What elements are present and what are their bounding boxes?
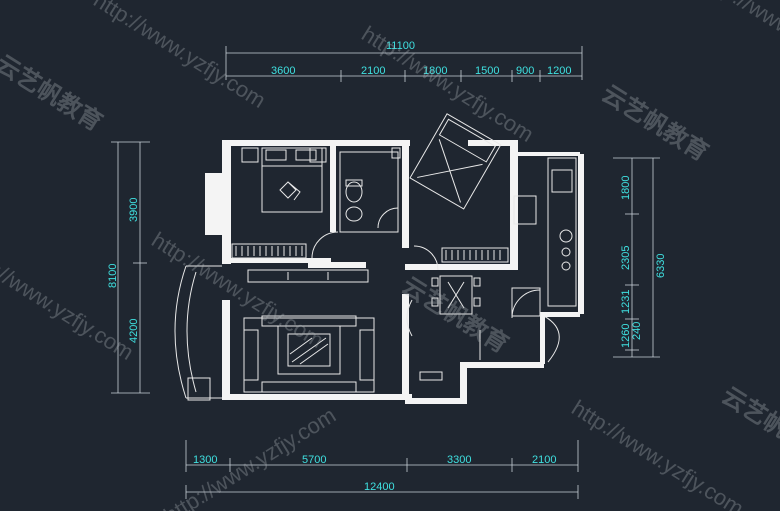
dim-right-seg-1: 1800 — [620, 176, 632, 200]
toilet — [345, 181, 363, 203]
wardrobe-2 — [441, 247, 509, 263]
sofa-set — [243, 315, 375, 393]
dim-bottom-total: 12400 — [364, 481, 395, 493]
dim-left-seg-2: 4200 — [128, 319, 140, 343]
dim-right-seg-3: 1231 — [620, 290, 632, 314]
dim-left-seg-1: 3900 — [128, 198, 140, 222]
bed — [261, 147, 323, 213]
dim-bottom-seg-3: 3300 — [447, 454, 471, 466]
watermark-url-4: http://www.yzfjy.com — [0, 239, 138, 365]
dim-top-seg-5: 900 — [516, 65, 534, 77]
dim-bottom-seg-2: 5700 — [302, 454, 326, 466]
wardrobe-1 — [231, 243, 307, 259]
dim-right-seg-5: 240 — [631, 322, 643, 340]
dim-left-total: 8100 — [107, 264, 119, 288]
watermark-url-6: http://www.yzfjy.com — [697, 0, 780, 91]
watermark-url-1: http://www.yzfjy.com — [89, 0, 270, 113]
dim-top-seg-4: 1500 — [475, 65, 499, 77]
tv-cabinet — [247, 269, 369, 283]
furniture — [231, 113, 577, 393]
watermark-url-5: http://www.yzfjy.com — [567, 395, 748, 511]
dim-right-seg-2: 2305 — [620, 246, 632, 270]
bed-2 — [409, 113, 502, 210]
walls — [174, 140, 584, 404]
dim-right-total: 6330 — [655, 254, 667, 278]
dining-table — [439, 275, 473, 315]
dim-right-seg-4: 1260 — [620, 324, 632, 348]
watermark-brand-1: 云艺帆教育 — [0, 49, 107, 136]
dim-bottom-seg-1: 1300 — [193, 454, 217, 466]
watermark-brand-4: 云艺帆教育 — [717, 381, 780, 468]
dim-bottom-seg-4: 2100 — [532, 454, 556, 466]
watermark-brand-3: 云艺帆教育 — [397, 271, 514, 358]
dim-top-seg-2: 2100 — [361, 65, 385, 77]
watermark-brand-2: 云艺帆教育 — [597, 79, 714, 166]
dim-top-total: 11100 — [386, 40, 415, 52]
basin — [345, 206, 363, 222]
watermark-url-3: http://www.yzfjy.com — [147, 227, 328, 353]
dim-top-seg-3: 1800 — [423, 65, 447, 77]
dim-top-seg-1: 3600 — [271, 65, 295, 77]
dim-top-seg-6: 1200 — [547, 65, 571, 77]
dimension-annotations: 11100 3600 2100 1800 1500 900 1200 1300 … — [107, 40, 667, 499]
watermark-url-2: http://www.yzfjy.com — [357, 21, 538, 147]
